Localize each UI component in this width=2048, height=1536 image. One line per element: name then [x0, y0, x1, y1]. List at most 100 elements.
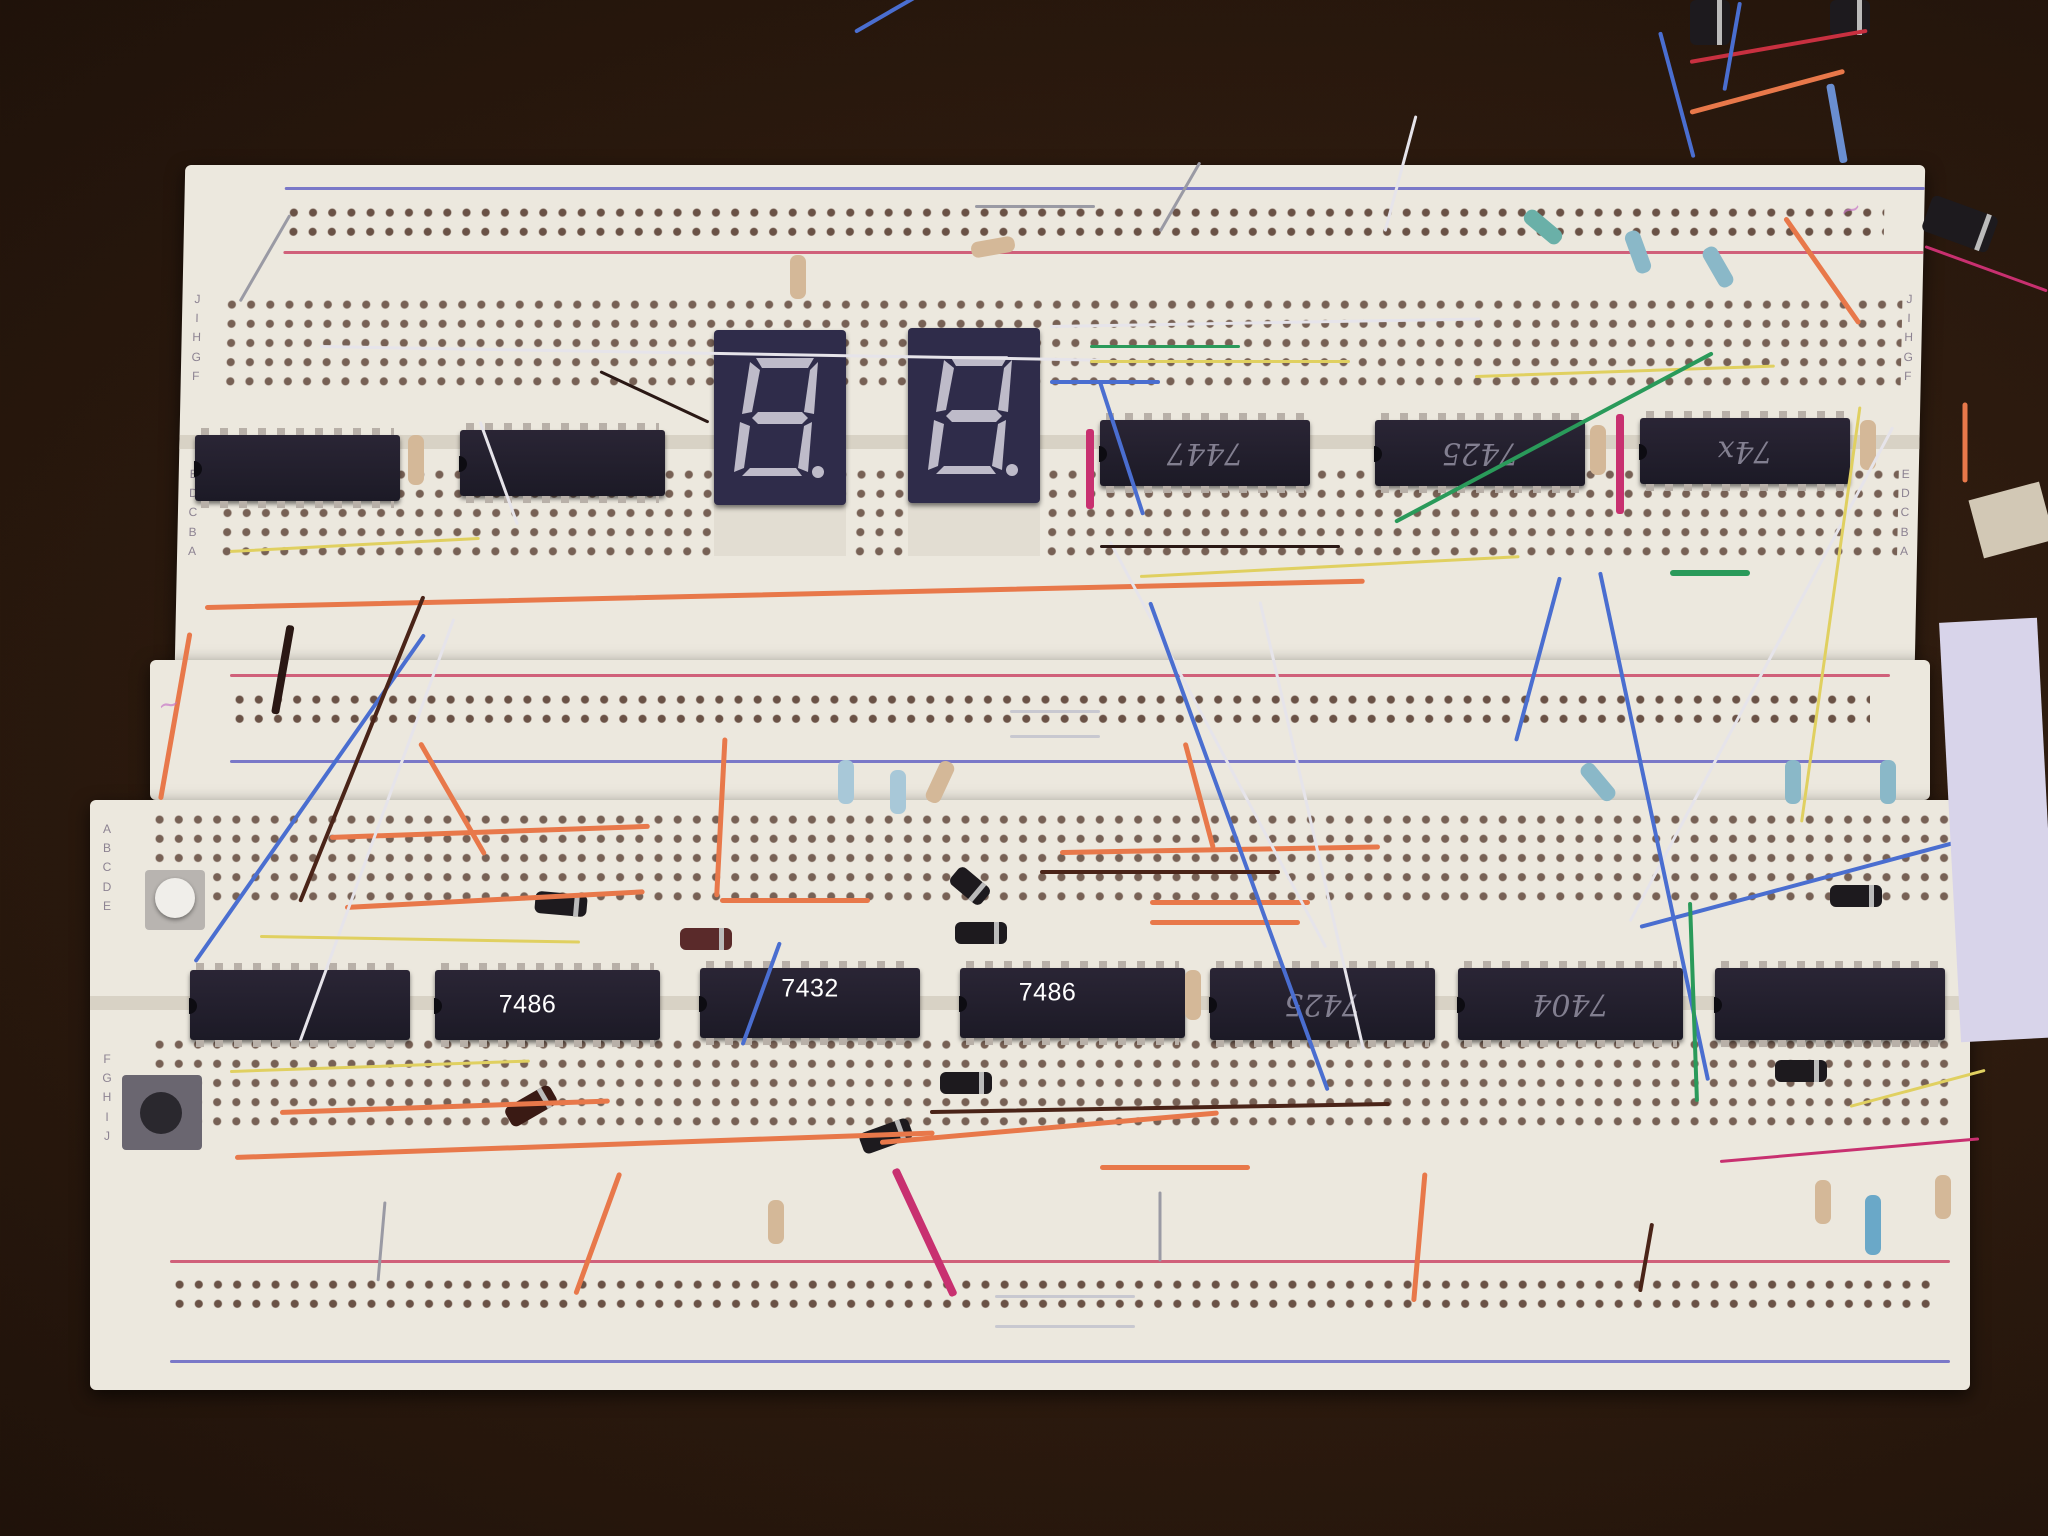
- chip-label: 7486: [498, 990, 557, 1019]
- chip-notch: [1714, 996, 1722, 1013]
- seven-segment-display-left: [714, 330, 846, 505]
- ic-chip-bottom-5: 7425: [1209, 961, 1435, 1047]
- chip-notch: [1639, 444, 1647, 461]
- resistor-mid-5: [1785, 760, 1801, 804]
- wire-offboard-blue-1: [1658, 31, 1696, 159]
- terminal-strip-lower-b: [150, 1035, 1950, 1133]
- chip-notch: [699, 996, 707, 1012]
- chip-label: 7486: [1018, 978, 1077, 1007]
- resistor-bottom-2: [1815, 1180, 1831, 1224]
- power-rail-middle: [150, 660, 1930, 800]
- tape-right: [1968, 481, 2048, 559]
- ic-chip-top-5: 74x: [1639, 411, 1850, 491]
- wire-brown-2: [1040, 870, 1280, 874]
- chip-label: 7432: [781, 974, 839, 1003]
- ic-chip-bottom-6: 7404: [1457, 961, 1683, 1047]
- diode-3: [955, 922, 1007, 944]
- resistor-bottom-3: [1865, 1195, 1881, 1255]
- resistor-mid-2: [890, 770, 906, 814]
- wire-orange-mid-6: [1150, 920, 1300, 925]
- chip-notch: [1209, 996, 1217, 1013]
- rail-line-red-top: [283, 251, 1924, 254]
- wire-offboard-blue-3: [1826, 83, 1848, 164]
- chip-notch: [959, 996, 967, 1012]
- resistor-bottom-1: [768, 1200, 784, 1244]
- wire-magenta-offboard: [1924, 245, 2048, 293]
- wire-gray-1: [975, 205, 1095, 208]
- ic-chip-7486-b: 7486: [959, 961, 1185, 1045]
- ic-chip-top-1: [194, 428, 400, 508]
- resistor-top-bridge-2: [1590, 425, 1606, 475]
- wire-white-bottom-1: [995, 1295, 1135, 1298]
- resistor-top-bridge-3: [1860, 420, 1876, 470]
- display-left-base: [714, 500, 846, 556]
- wire-yellow-3: [1090, 360, 1350, 363]
- diode-7: [1775, 1060, 1827, 1082]
- diode-4: [940, 1072, 992, 1094]
- wire-orange-mid-3: [720, 898, 870, 903]
- rail-line-blue-mid: [230, 760, 1890, 763]
- wire-white-mid-2: [1010, 735, 1100, 738]
- diode-2: [680, 928, 732, 950]
- chip-handwritten-label: 74x: [1717, 433, 1773, 469]
- resistor-bottom-4: [1935, 1175, 1951, 1219]
- wire-green-4: [1090, 345, 1240, 348]
- wire-orange-offboard: [1689, 68, 1846, 115]
- chip-handwritten-label: 7425: [1284, 986, 1361, 1022]
- ic-chip-top-2: [459, 423, 665, 503]
- seven-segment-display-right: [908, 328, 1040, 503]
- pushbutton-round[interactable]: [155, 878, 195, 918]
- chip-notch: [194, 461, 202, 478]
- pushbutton-tactile[interactable]: [140, 1092, 182, 1134]
- chip-notch: [434, 998, 442, 1014]
- chip-handwritten-label: 7425: [1441, 435, 1519, 471]
- wire-gray-4: [1158, 1191, 1162, 1262]
- wire-orange-low-4: [1100, 1165, 1250, 1170]
- resistor-chip-bridge: [1185, 970, 1201, 1020]
- resistor-top-1: [790, 255, 806, 299]
- resistor-mid-1: [838, 760, 854, 804]
- chip-notch: [189, 998, 197, 1014]
- wire-magenta-2: [1616, 414, 1624, 514]
- terminal-strip-upper-a: [220, 295, 1903, 393]
- rail-line-red-mid: [230, 674, 1890, 677]
- chip-notch: [1457, 996, 1465, 1013]
- resistor-mid-6: [1880, 760, 1896, 804]
- chip-notch: [1099, 446, 1107, 463]
- wire-orange-mid-5: [1150, 900, 1310, 905]
- display-right-base: [908, 500, 1040, 556]
- wire-white-bottom-2: [995, 1325, 1135, 1328]
- chip-handwritten-label: 7404: [1532, 986, 1609, 1022]
- component-offboard-top: [1690, 0, 1730, 45]
- ic-chip-bottom-1: [189, 963, 410, 1047]
- ic-chip-7432: 7432: [699, 961, 920, 1045]
- chip-notch: [1374, 446, 1382, 463]
- ic-chip-bottom-7: [1714, 961, 1945, 1047]
- diode-offboard: [1920, 194, 2000, 254]
- wire-blue-offboard: [854, 0, 926, 34]
- wire-white-mid: [1010, 710, 1100, 713]
- chip-handwritten-label: 7447: [1166, 435, 1244, 471]
- rail-line-red-bottom: [170, 1260, 1950, 1263]
- wire-blue-8: [1050, 380, 1160, 384]
- ic-chip-top-3: 7447: [1099, 413, 1310, 493]
- wire-green-3: [1670, 570, 1750, 576]
- wire-orange-right-edge: [1962, 402, 1968, 483]
- digit-8-icon: [928, 356, 1018, 476]
- chip-notch: [459, 456, 467, 473]
- rail-line-blue-bottom: [170, 1360, 1950, 1363]
- rail-line-blue-top: [284, 187, 1925, 190]
- digit-8-icon: [734, 358, 824, 478]
- wire-brown-6: [1100, 545, 1340, 548]
- power-rail-top: [283, 203, 1885, 243]
- resistor-top-bridge: [408, 435, 424, 485]
- wire-magenta-1: [1086, 429, 1094, 509]
- terminal-strip-lower-a: [150, 810, 1950, 908]
- diode-8: [1830, 885, 1882, 907]
- ic-chip-7486-a: 7486: [434, 963, 660, 1047]
